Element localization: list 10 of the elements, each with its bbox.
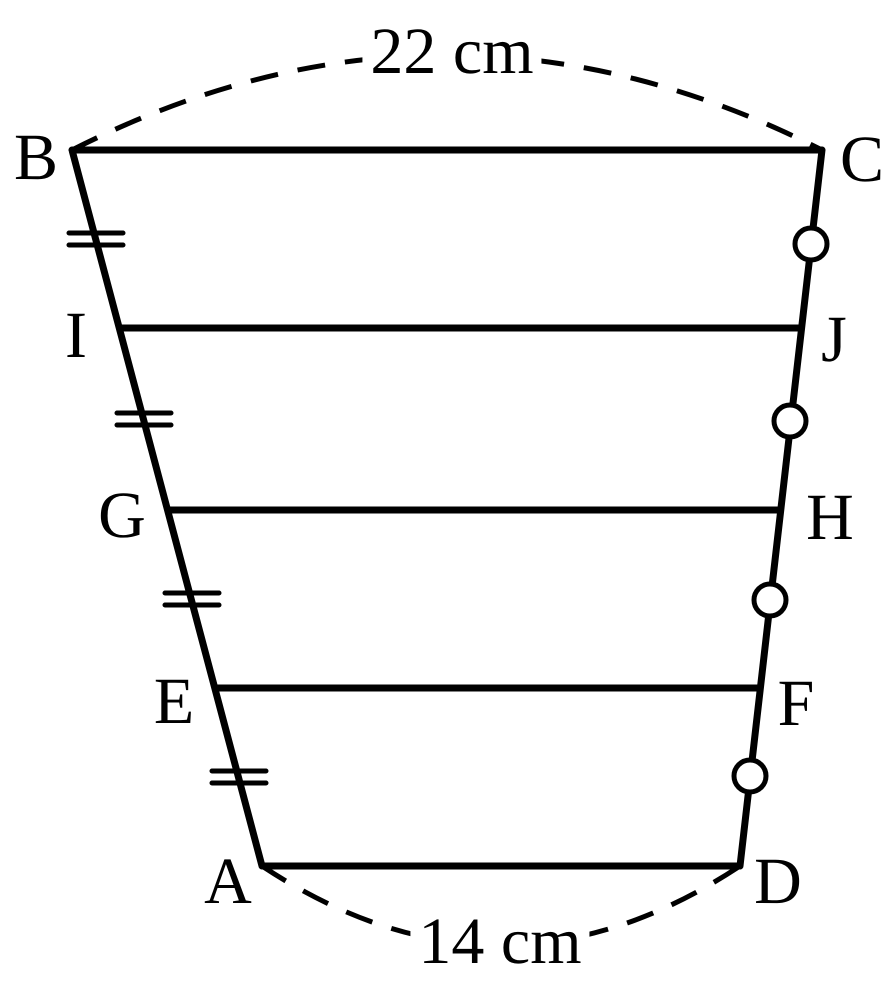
vertex-label: F [778, 671, 814, 737]
vertex-label: I [65, 303, 87, 369]
vertex-label: B [14, 125, 58, 191]
vertex-label: G [98, 483, 146, 549]
vertex-label: E [154, 669, 194, 735]
vertex-label: D [754, 849, 802, 915]
vertex-label: J [821, 307, 847, 373]
vertex-label: A [204, 849, 252, 915]
vertex-label: H [806, 485, 854, 551]
vertex-label: C [840, 127, 884, 193]
